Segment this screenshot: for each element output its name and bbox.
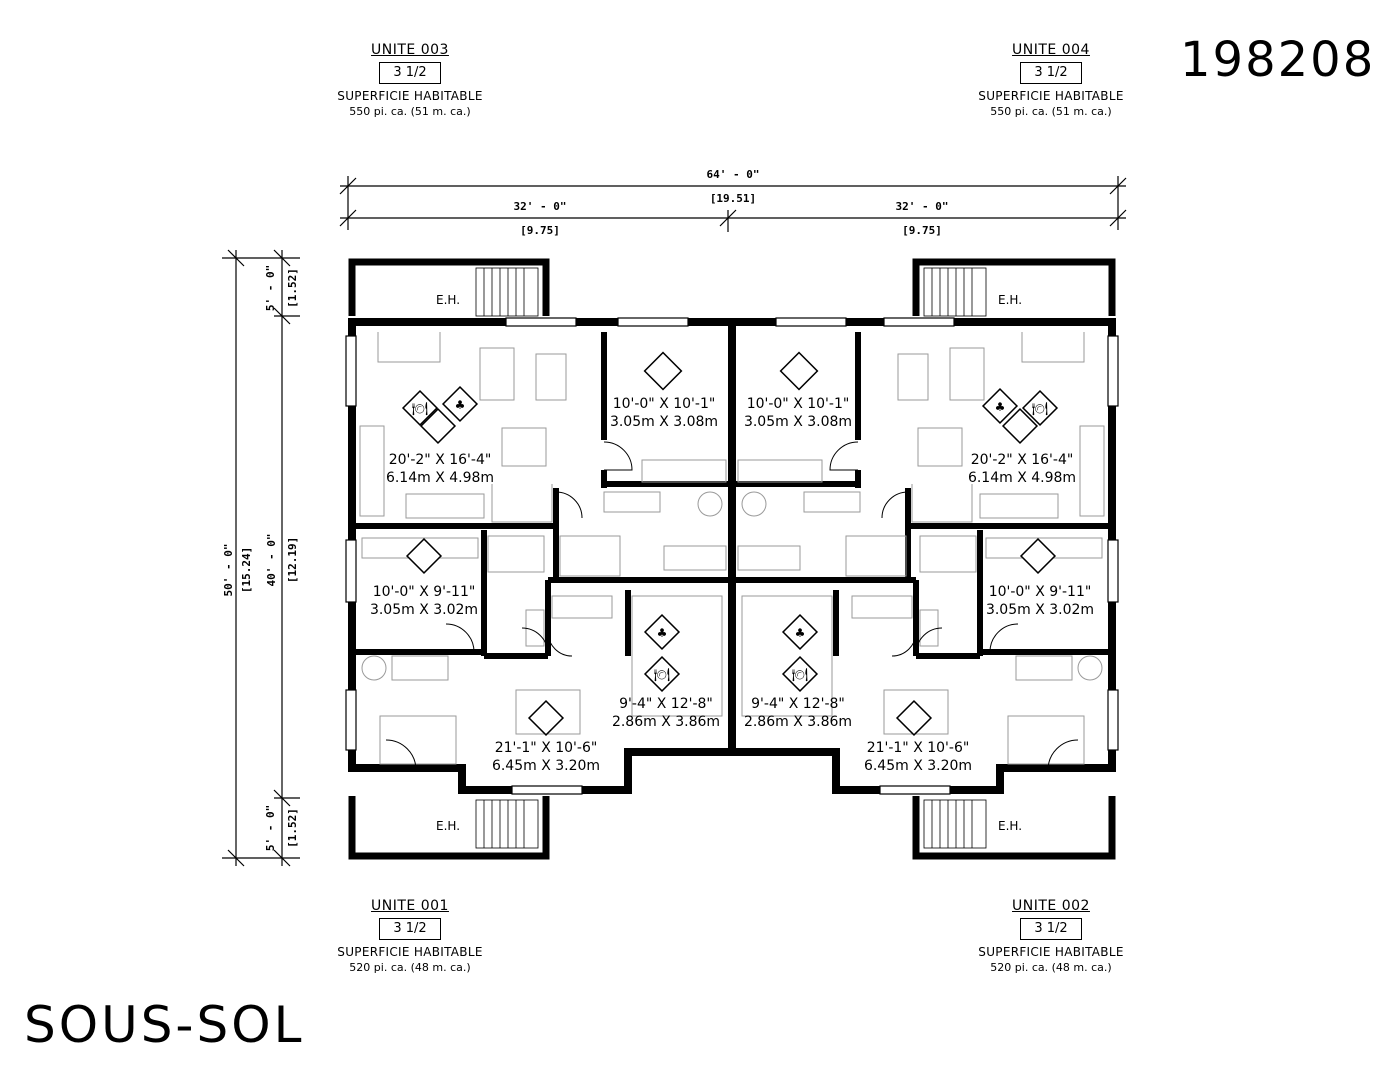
dim-half-left-ft: 32' - 0"	[514, 200, 567, 213]
room-living-tl-m: 6.14m X 4.98m	[386, 470, 494, 486]
unit-area-label: SUPERFICIE HABITABLE	[978, 89, 1124, 103]
unit-title: UNITE 001	[371, 898, 449, 914]
unit-area-label: SUPERFICIE HABITABLE	[337, 89, 483, 103]
dimension-lines	[222, 176, 1127, 867]
dim-half-right-ft: 32' - 0"	[896, 200, 949, 213]
svg-text:♣: ♣	[995, 400, 1006, 414]
tv-icon	[527, 699, 565, 737]
unit-area-label: SUPERFICIE HABITABLE	[337, 945, 483, 959]
room-bed-br-ft: 10'-0" X 9'-11"	[989, 584, 1092, 600]
doors	[385, 441, 1079, 771]
eh-label-tr: E.H.	[998, 293, 1022, 307]
dim-balcony-top-m: [1.52]	[286, 268, 299, 308]
room-bed-br-m: 3.05m X 3.02m	[986, 602, 1094, 618]
floor-name: SOUS-SOL	[24, 996, 305, 1054]
dim-overall-depth-ft: 50' - 0"	[222, 544, 235, 597]
room-living-br-m: 6.45m X 3.20m	[864, 758, 972, 774]
furniture	[359, 332, 1105, 765]
unit-area: 520 pi. ca. (48 m. ca.)	[349, 961, 471, 974]
interior-walls	[352, 332, 1112, 659]
unit-title: UNITE 004	[1012, 42, 1090, 58]
plant-icon: ♣	[643, 613, 681, 651]
plant-icon: ♣	[781, 613, 819, 651]
bedroom-icon-br	[1019, 537, 1057, 575]
dim-inner-depth-m: [12.19]	[286, 537, 299, 583]
room-labels: 20'-2" X 16'-4" 6.14m X 4.98m 10'-0" X 1…	[370, 396, 1094, 774]
windows	[345, 317, 1119, 795]
unit-area-label: SUPERFICIE HABITABLE	[978, 945, 1124, 959]
dining-icon: 🍽	[401, 389, 439, 427]
plant-icon: ♣	[441, 385, 479, 423]
unit-area: 550 pi. ca. (51 m. ca.)	[349, 105, 471, 118]
unit-001-info: UNITE 001 3 1/2 SUPERFICIE HABITABLE 520…	[290, 898, 530, 974]
room-living-tr-ft: 20'-2" X 16'-4"	[971, 452, 1074, 468]
unit-title: UNITE 002	[1012, 898, 1090, 914]
bedroom-icon-tr	[779, 351, 819, 391]
unit-type: 3 1/2	[1020, 62, 1082, 84]
unit-type: 3 1/2	[379, 918, 441, 940]
room-living-tl-ft: 20'-2" X 16'-4"	[389, 452, 492, 468]
eh-labels: E.H. E.H. E.H. E.H.	[436, 293, 1022, 833]
room-living-tr-m: 6.14m X 4.98m	[968, 470, 1076, 486]
eh-label-br: E.H.	[998, 819, 1022, 833]
svg-text:🍽: 🍽	[1032, 401, 1049, 417]
unit-area: 550 pi. ca. (51 m. ca.)	[990, 105, 1112, 118]
dim-balcony-bottom-m: [1.52]	[286, 808, 299, 848]
svg-text:🍽: 🍽	[792, 667, 809, 683]
eh-label-bl: E.H.	[436, 819, 460, 833]
dining-icon: 🍽	[643, 655, 681, 693]
dim-balcony-top-ft: 5' - 0"	[264, 265, 277, 311]
room-living-br-ft: 21'-1" X 10'-6"	[867, 740, 970, 756]
room-kitchen-bl-m: 2.86m X 3.86m	[612, 714, 720, 730]
dim-overall-depth-m: [15.24]	[240, 547, 253, 593]
room-bed-tr-ft: 10'-0" X 10'-1"	[747, 396, 850, 412]
svg-text:♣: ♣	[455, 398, 466, 412]
tv-icon	[1001, 407, 1039, 445]
room-living-bl-ft: 21'-1" X 10'-6"	[495, 740, 598, 756]
svg-text:🍽: 🍽	[654, 667, 671, 683]
unit-area: 520 pi. ca. (48 m. ca.)	[990, 961, 1112, 974]
tv-icon	[419, 407, 457, 445]
room-living-bl-m: 6.45m X 3.20m	[492, 758, 600, 774]
dim-overall-width-m: [19.51]	[710, 192, 756, 205]
dim-half-left-m: [9.75]	[520, 224, 560, 237]
unit-type: 3 1/2	[379, 62, 441, 84]
eh-label-tl: E.H.	[436, 293, 460, 307]
dim-inner-depth-ft: 40' - 0"	[265, 534, 278, 587]
tv-icon	[895, 699, 933, 737]
unit-type: 3 1/2	[1020, 918, 1082, 940]
svg-text:♣: ♣	[657, 626, 668, 640]
room-kitchen-br-ft: 9'-4" X 12'-8"	[751, 696, 845, 712]
plant-icon: ♣	[981, 387, 1019, 425]
unit-002-info: UNITE 002 3 1/2 SUPERFICIE HABITABLE 520…	[931, 898, 1171, 974]
bedroom-icon-bl	[405, 537, 443, 575]
svg-text:♣: ♣	[795, 626, 806, 640]
unit-003-info: UNITE 003 3 1/2 SUPERFICIE HABITABLE 550…	[290, 42, 530, 118]
svg-text:🍽: 🍽	[412, 401, 429, 417]
room-bed-tl-m: 3.05m X 3.08m	[610, 414, 718, 430]
project-number: 198208	[1180, 32, 1376, 88]
room-kitchen-bl-ft: 9'-4" X 12'-8"	[619, 696, 713, 712]
room-bed-tr-m: 3.05m X 3.08m	[744, 414, 852, 430]
unit-title: UNITE 003	[371, 42, 449, 58]
room-bed-bl-ft: 10'-0" X 9'-11"	[373, 584, 476, 600]
dim-half-right-m: [9.75]	[902, 224, 942, 237]
dining-icon: 🍽	[1021, 389, 1059, 427]
room-bed-tl-ft: 10'-0" X 10'-1"	[613, 396, 716, 412]
dim-balcony-bottom-ft: 5' - 0"	[264, 805, 277, 851]
diamond-symbols: 🍽 ♣ ♣ 🍽 ♣ 🍽 ♣ 🍽	[401, 351, 1059, 737]
exterior-walls	[348, 258, 1116, 860]
bedroom-icon-tl	[643, 351, 683, 391]
dim-overall-width-ft: 64' - 0"	[707, 168, 760, 181]
unit-004-info: UNITE 004 3 1/2 SUPERFICIE HABITABLE 550…	[931, 42, 1171, 118]
stairs	[475, 267, 987, 849]
room-bed-bl-m: 3.05m X 3.02m	[370, 602, 478, 618]
room-kitchen-br-m: 2.86m X 3.86m	[744, 714, 852, 730]
dining-icon: 🍽	[781, 655, 819, 693]
dimension-labels: 64' - 0" [19.51] 32' - 0" [9.75] 32' - 0…	[222, 168, 948, 851]
